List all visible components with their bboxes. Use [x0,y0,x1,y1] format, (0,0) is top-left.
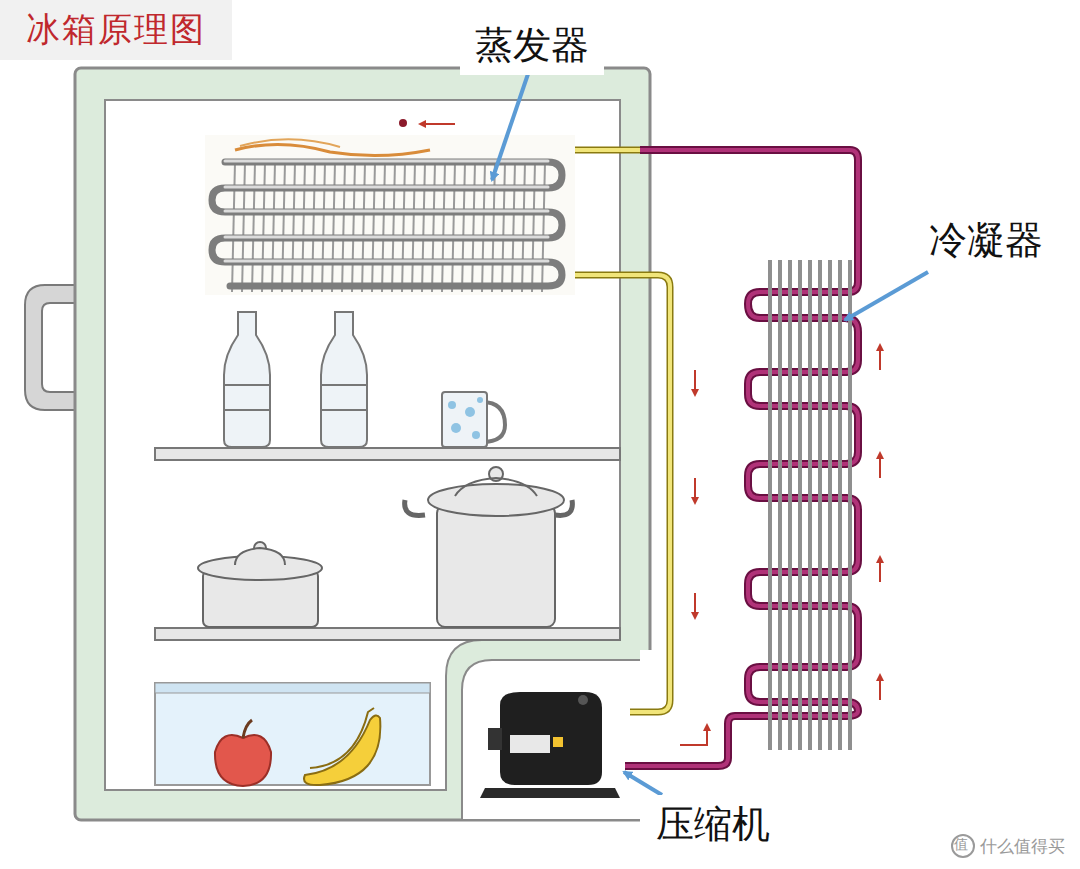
label-box: 压缩机 [640,795,786,855]
refrigerant-pipes [575,150,858,766]
large-pot [405,467,573,627]
watermark-icon-text: 值 [954,836,968,854]
label-text: 冷凝器 [929,220,1043,262]
flow-arrow [420,123,455,125]
watermark-text: 什么值得买 [980,835,1065,858]
title-box: 冰箱原理图 [0,0,232,60]
shelf [155,628,620,640]
label-text: 蒸发器 [475,25,589,67]
small-pot [198,542,322,627]
watermark-icon [952,835,974,857]
crisper-drawer [155,683,430,786]
compressor-bay [462,660,650,820]
condenser-fins [770,260,850,750]
leader-arrows [492,74,928,795]
shelf [155,448,620,460]
fridge-body [75,68,650,820]
label-box: 蒸发器 [460,17,604,75]
bottle [321,312,367,447]
compressor-illustration [478,692,626,800]
door-handle [25,285,75,410]
flow-dot [399,119,407,127]
label-text: 压缩机 [656,804,770,846]
flow-arrows [680,345,880,745]
label-box: 冷凝器 [913,212,1058,270]
title-text: 冰箱原理图 [26,7,206,53]
cup [442,392,505,447]
evaporator-illustration [205,135,575,295]
bottle [224,312,270,447]
